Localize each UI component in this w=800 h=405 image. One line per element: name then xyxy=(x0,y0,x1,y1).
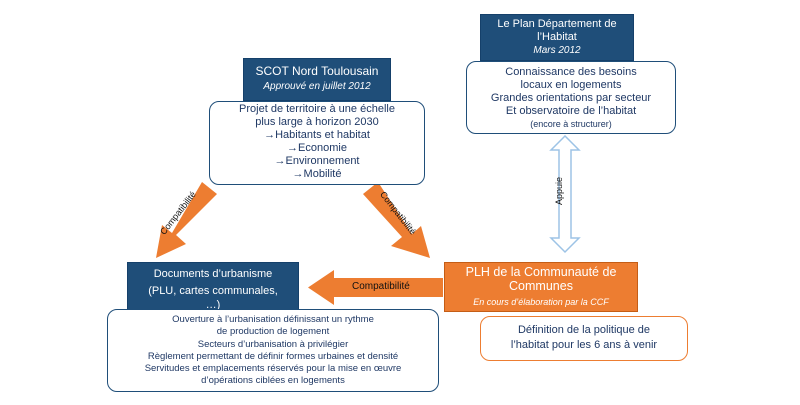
scot-line: Projet de territoire à une échelle xyxy=(239,103,395,115)
plh-line: Définition de la politique de xyxy=(517,324,651,336)
docs-title: Documents d’urbanisme xyxy=(153,268,273,280)
docs-line: Ouverture à l’urbanisation définissant u… xyxy=(172,314,374,325)
arrow-pdh-plh xyxy=(549,134,581,254)
scot-line: plus large à horizon 2030 xyxy=(255,116,379,128)
scot-title: SCOT Nord Toulousain xyxy=(255,64,379,78)
scot-header: SCOT Nord Toulousain Approuvé en juillet… xyxy=(243,58,391,101)
pdh-title-line2: l’Habitat xyxy=(537,31,577,43)
docs-panel: Ouverture à l’urbanisation définissant u… xyxy=(107,309,439,392)
docs-header: Documents d’urbanisme (PLU, cartes commu… xyxy=(127,262,299,311)
scot-subtitle: Approuvé en juillet 2012 xyxy=(263,81,371,92)
plh-title-line1: PLH de la Communauté de xyxy=(465,265,617,279)
pdh-subtitle: Mars 2012 xyxy=(533,45,581,56)
plh-subtitle: En cours d’élaboration par la CCF xyxy=(473,297,609,307)
pdh-line: Grandes orientations par secteur xyxy=(490,92,652,104)
pdh-title-line1: Le Plan Département de xyxy=(497,18,617,30)
arrow-scot-to-plh xyxy=(363,182,430,258)
label-plh-to-docs: Compatibilité xyxy=(352,281,410,292)
arrow-plh-to-docs xyxy=(308,270,443,305)
scot-line: →Mobilité xyxy=(292,168,342,180)
pdh-line: Et observatoire de l’habitat xyxy=(505,105,637,117)
docs-line: d’opérations ciblées en logements xyxy=(201,375,345,387)
pdh-line: Connaissance des besoins xyxy=(505,66,637,78)
plh-title-line2: Communes xyxy=(509,279,573,293)
docs-line: de production de logement xyxy=(216,326,330,338)
plh-panel: Définition de la politique de l’habitat … xyxy=(480,316,688,361)
docs-line: Secteurs d’urbanisation à privilégier xyxy=(197,338,349,350)
pdh-line: locaux en logements xyxy=(520,79,622,91)
scot-line: →Environnement xyxy=(274,155,360,167)
plh-header: PLH de la Communauté de Communes En cour… xyxy=(444,262,638,312)
docs-line: Règlement permettant de définir formes u… xyxy=(147,350,399,362)
pdh-header: Le Plan Département de l’Habitat Mars 20… xyxy=(480,14,634,61)
plh-line: l’habitat pour les 6 ans à venir xyxy=(510,339,658,351)
scot-line: →Habitants et habitat xyxy=(264,129,370,141)
pdh-line: (encore à structurer) xyxy=(530,119,612,129)
docs-subtitle-line1: (PLU, cartes communales, xyxy=(148,285,278,297)
docs-subtitle-line2: …) xyxy=(205,299,221,311)
scot-panel: Projet de territoire à une échelle plus … xyxy=(209,101,425,185)
scot-line: →Economie xyxy=(287,142,347,154)
docs-line: Servitudes et emplacements réservés pour… xyxy=(144,363,402,375)
arrow-scot-to-docs xyxy=(156,182,217,258)
label-pdh-plh: Appuie xyxy=(554,176,565,206)
pdh-panel: Connaissance des besoins locaux en logem… xyxy=(466,61,676,134)
